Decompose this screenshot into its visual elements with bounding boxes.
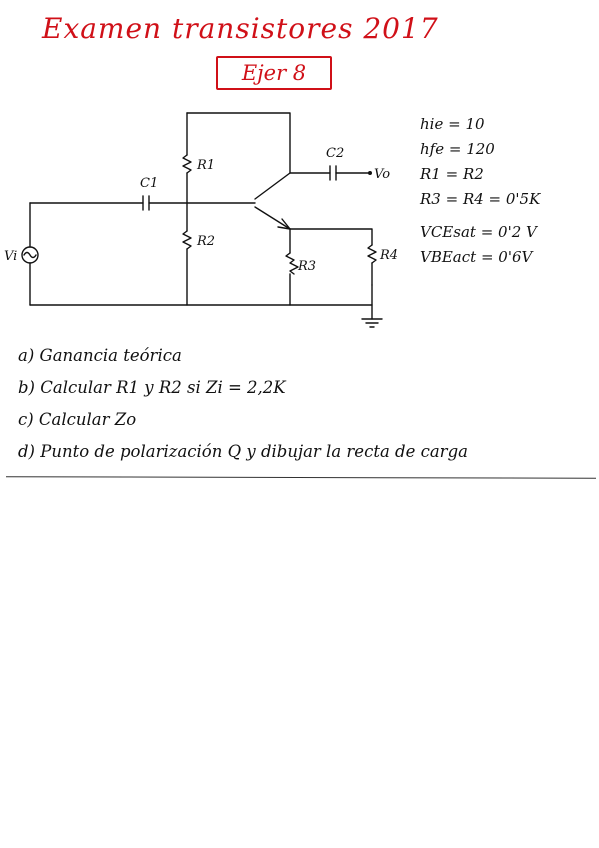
label-r4: R4 xyxy=(379,248,398,263)
label-c2: C2 xyxy=(326,146,344,161)
label-r3: R3 xyxy=(297,259,316,274)
param-r1-r2: R1 = R2 xyxy=(420,165,484,183)
param-vcesat: VCEsat = 0'2 V xyxy=(420,223,537,241)
transistor-emitter xyxy=(254,206,291,230)
transistor-collector xyxy=(254,172,331,200)
ac-source-wave xyxy=(23,251,37,259)
transistor-emitter-arrow xyxy=(277,218,291,230)
label-vi: Vi xyxy=(4,249,17,264)
exercise-label: Ejer 8 xyxy=(216,56,332,90)
wire-emitter-branch xyxy=(289,228,373,246)
label-r2: R2 xyxy=(196,234,215,249)
separator-line xyxy=(5,476,597,479)
page-title: Examen transistores 2017 xyxy=(42,12,439,45)
wire-ground-rail xyxy=(29,284,373,306)
ground-symbol xyxy=(361,318,383,328)
question-d: d) Punto de polarización Q y dibujar la … xyxy=(18,442,468,461)
resistor-r2-symbol xyxy=(182,230,192,250)
parameter-list: hie = 10 hfe = 120 R1 = R2 R3 = R4 = 0'5… xyxy=(420,112,595,270)
label-vo: Vo xyxy=(374,167,390,182)
question-c: c) Calcular Zo xyxy=(18,410,137,429)
param-r3-r4: R3 = R4 = 0'5K xyxy=(420,190,541,208)
resistor-r3-symbol xyxy=(285,252,299,275)
output-terminal-dot xyxy=(368,171,372,175)
resistor-r4-symbol xyxy=(367,244,377,264)
question-a: a) Ganancia teórica xyxy=(18,346,182,365)
label-r1: R1 xyxy=(196,158,215,173)
circuit-diagram: C1 C2 R1 R2 R3 R4 Vi Vo xyxy=(4,112,398,328)
label-c1: C1 xyxy=(140,176,158,191)
question-list: a) Ganancia teórica b) Calcular R1 y R2 … xyxy=(18,340,593,468)
param-hie: hie = 10 xyxy=(420,115,485,133)
question-b: b) Calcular R1 y R2 si Zi = 2,2K xyxy=(18,378,286,397)
wire-top-rail xyxy=(186,112,291,174)
param-hfe: hfe = 120 xyxy=(420,140,495,158)
param-vbeact: VBEact = 0'6V xyxy=(420,248,533,266)
resistor-r1-symbol xyxy=(182,154,192,174)
